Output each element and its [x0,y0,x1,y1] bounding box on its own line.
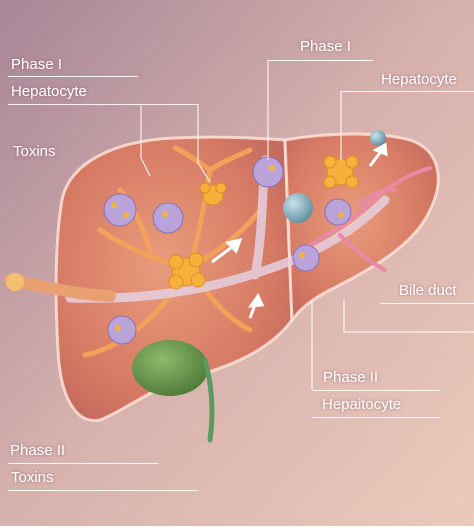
hepatocyte-clusters [168,155,359,290]
label-phase1-left: Phase I [11,56,62,73]
rule-phase2-left [8,463,158,464]
inflow-capsule [6,273,24,291]
label-hepatocyte-left: Hepatocyte [11,83,87,100]
small-bubble [370,130,386,146]
gallbladder [132,340,208,396]
label-hepaitocyte-right: Hepaitocyte [322,396,402,413]
rule-phase1-top [268,60,373,61]
label-hepatocyte-right: Hepatocyte [381,71,457,88]
rule-hepatocyte-right [341,91,474,92]
flow-arrows [211,142,388,319]
rule-hepaitocyte-right [312,417,440,418]
label-bile-duct: Bile duct [399,282,457,299]
label-phase2-left: Phase II [10,442,66,459]
rule-phase1-left [8,76,138,77]
label-phase2-right: Phase II [323,369,379,386]
leader-lines [140,60,474,390]
common-bile-duct [202,357,215,443]
enzyme-clusters [103,156,352,345]
rule-phase2-right [312,390,440,391]
toxin-bubble [283,193,313,223]
label-toxins-top: Toxins [13,143,56,160]
rule-bile-duct [380,303,474,304]
rule-hepatocyte-left [8,104,198,105]
label-phase1-top: Phase I [300,38,351,55]
rule-toxins-bottom [8,490,198,491]
label-toxins-bottom: Toxins [11,469,54,486]
cluster-dots [111,165,344,331]
